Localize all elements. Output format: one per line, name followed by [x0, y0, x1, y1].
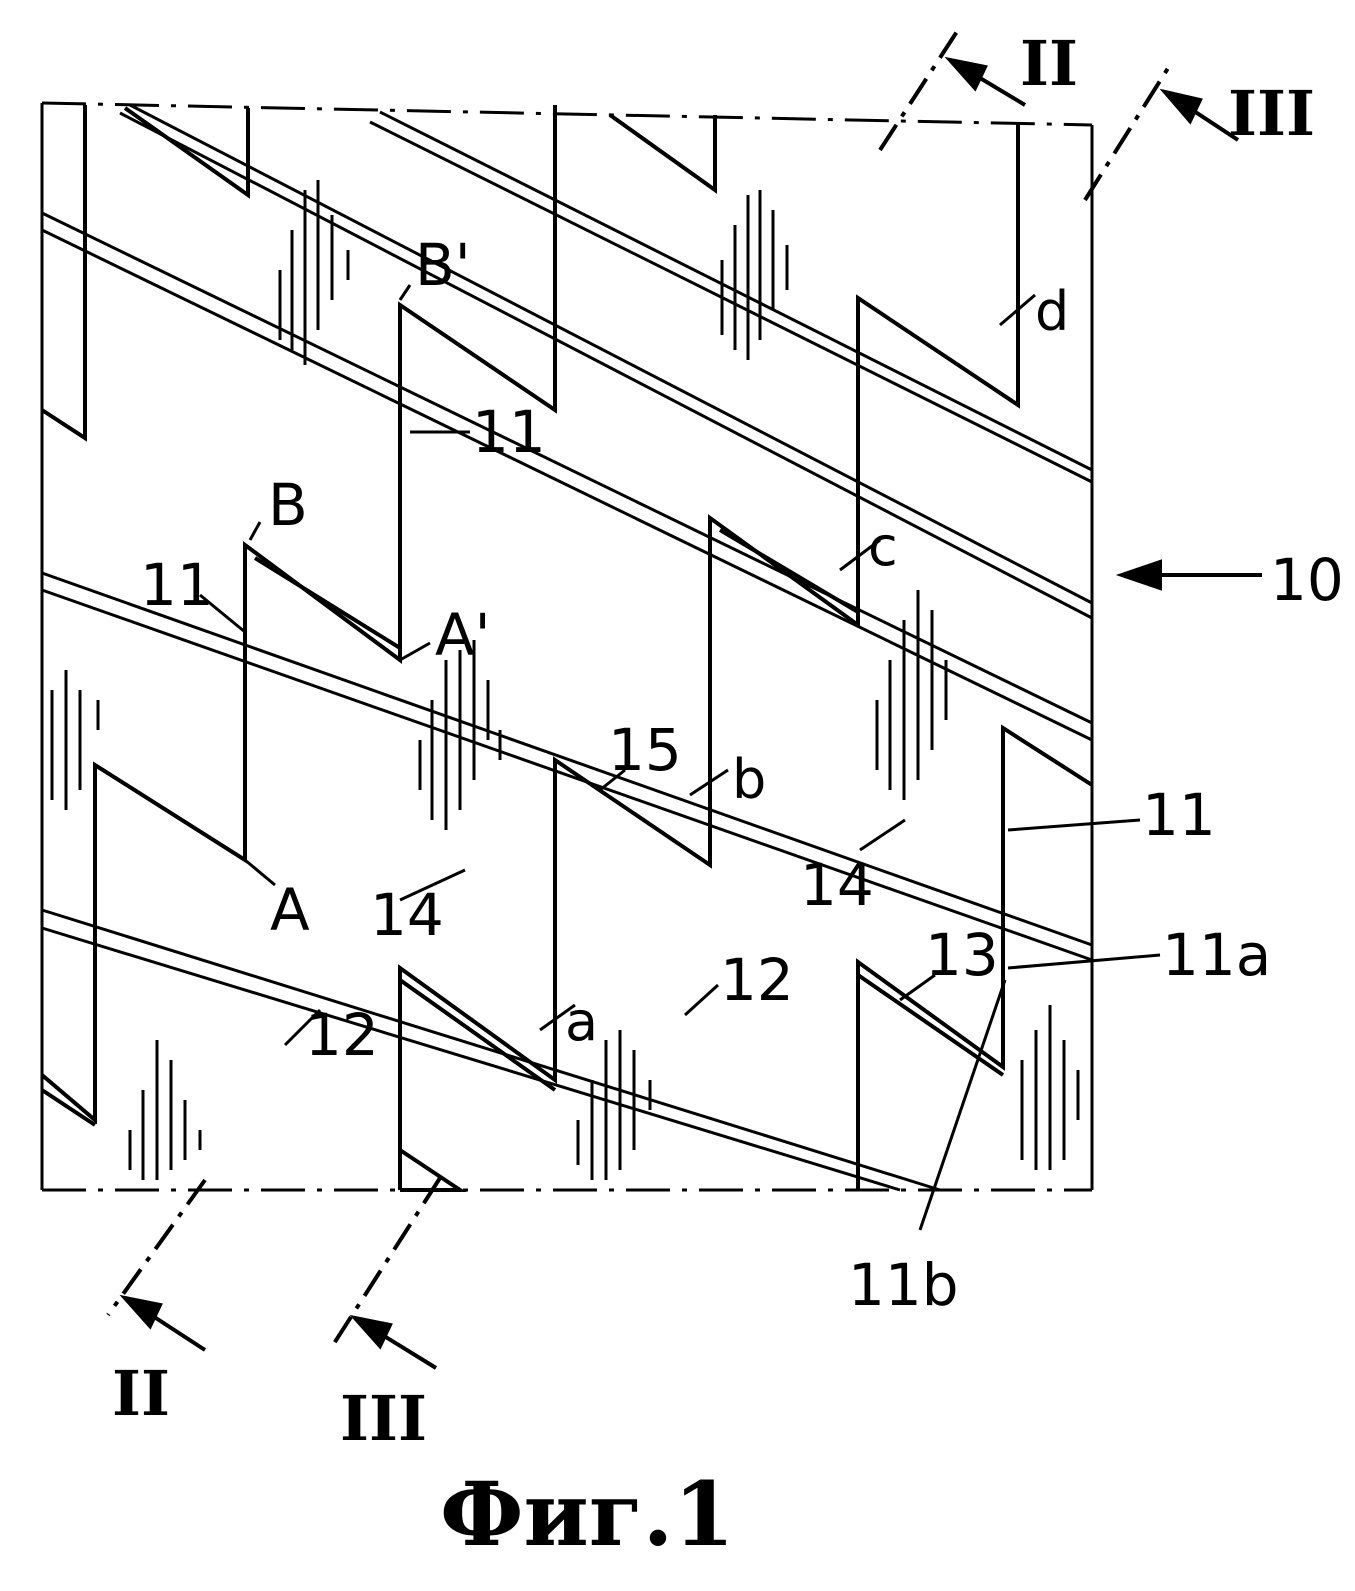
label-point-a: a	[565, 990, 598, 1053]
label-point-A: A	[270, 876, 310, 944]
label-point-B: B	[268, 471, 308, 539]
label-11a: 11a	[1162, 921, 1271, 989]
label-12-mid: 12	[720, 946, 794, 1014]
label-14-right: 14	[800, 851, 874, 919]
label-point-B-prime: B'	[415, 231, 471, 299]
reference-labels: 10 11 11 11 11a 11b 12 12 13 14 14 15 A …	[140, 231, 1344, 1319]
label-11-left: 11	[140, 551, 214, 619]
label-point-d: d	[1035, 280, 1069, 343]
label-10: 10	[1270, 546, 1344, 614]
label-11-top: 11	[472, 398, 546, 466]
label-11b: 11b	[848, 1251, 959, 1319]
label-point-c: c	[868, 515, 898, 578]
label-point-b: b	[732, 748, 766, 811]
label-point-A-prime: A'	[435, 601, 491, 669]
label-14-left: 14	[370, 881, 444, 949]
section-label-top-iii: III	[1228, 77, 1315, 150]
label-11-right: 11	[1142, 781, 1216, 849]
label-13: 13	[925, 921, 999, 989]
section-label-bottom-iii: III	[340, 1382, 427, 1455]
section-label-bottom-ii: II	[112, 1357, 170, 1430]
label-12-left: 12	[305, 1001, 379, 1069]
label-15: 15	[608, 716, 682, 784]
figure-caption: Фиг.1	[440, 1462, 735, 1566]
section-arrows	[108, 30, 1262, 1368]
section-label-top-ii: II	[1020, 27, 1078, 100]
